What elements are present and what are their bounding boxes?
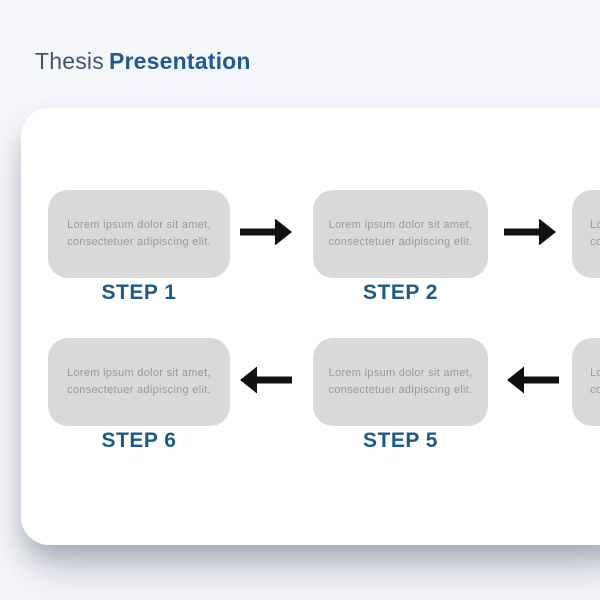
step-box-text: Lorem ipsum dolor sit amet, bbox=[590, 218, 600, 231]
step-box-text: consectetuer adipiscing elit. bbox=[328, 384, 473, 396]
step-box-5: Lorem ipsum dolor sit amet, consectetuer… bbox=[313, 338, 488, 426]
arrow-right-icon bbox=[504, 218, 556, 246]
content-card bbox=[21, 108, 600, 545]
step-box-3-partial: Lorem ipsum dolor sit amet, consectetuer… bbox=[572, 190, 600, 278]
step-box-text: consectetuer adipiscing elit. bbox=[67, 236, 211, 248]
arrow-left-icon bbox=[240, 366, 292, 394]
step-box-6: Lorem ipsum dolor sit amet, consectetuer… bbox=[48, 338, 230, 426]
title-bold: Presentation bbox=[108, 48, 251, 74]
step-label-5: STEP 5 bbox=[363, 429, 438, 452]
step-label-1: STEP 1 bbox=[101, 281, 177, 304]
step-box-text: Lorem ipsum dolor sit amet, bbox=[590, 366, 600, 379]
step-box-text: Lorem ipsum dolor sit amet, bbox=[328, 218, 473, 231]
title-regular: Thesis bbox=[35, 48, 104, 74]
step-box-text: consectetuer adipiscing elit. bbox=[328, 236, 473, 248]
arrow-left-icon bbox=[507, 366, 559, 394]
step-box-text: consectetuer adipiscing elit. bbox=[590, 384, 600, 396]
step-box-text: Lorem ipsum dolor sit amet, bbox=[67, 218, 211, 231]
step-label-2: STEP 2 bbox=[363, 281, 438, 304]
step-box-1: Lorem ipsum dolor sit amet, consectetuer… bbox=[48, 190, 230, 278]
arrow-right-icon bbox=[240, 218, 292, 246]
step-box-2: Lorem ipsum dolor sit amet, consectetuer… bbox=[313, 190, 488, 278]
step-box-text: consectetuer adipiscing elit. bbox=[67, 384, 211, 396]
step-label-6: STEP 6 bbox=[101, 429, 177, 452]
step-box-text: consectetuer adipiscing elit. bbox=[590, 236, 600, 248]
step-box-text: Lorem ipsum dolor sit amet, bbox=[67, 366, 211, 379]
step-box-text: Lorem ipsum dolor sit amet, bbox=[328, 366, 473, 379]
step-box-4-partial: Lorem ipsum dolor sit amet, consectetuer… bbox=[572, 338, 600, 426]
